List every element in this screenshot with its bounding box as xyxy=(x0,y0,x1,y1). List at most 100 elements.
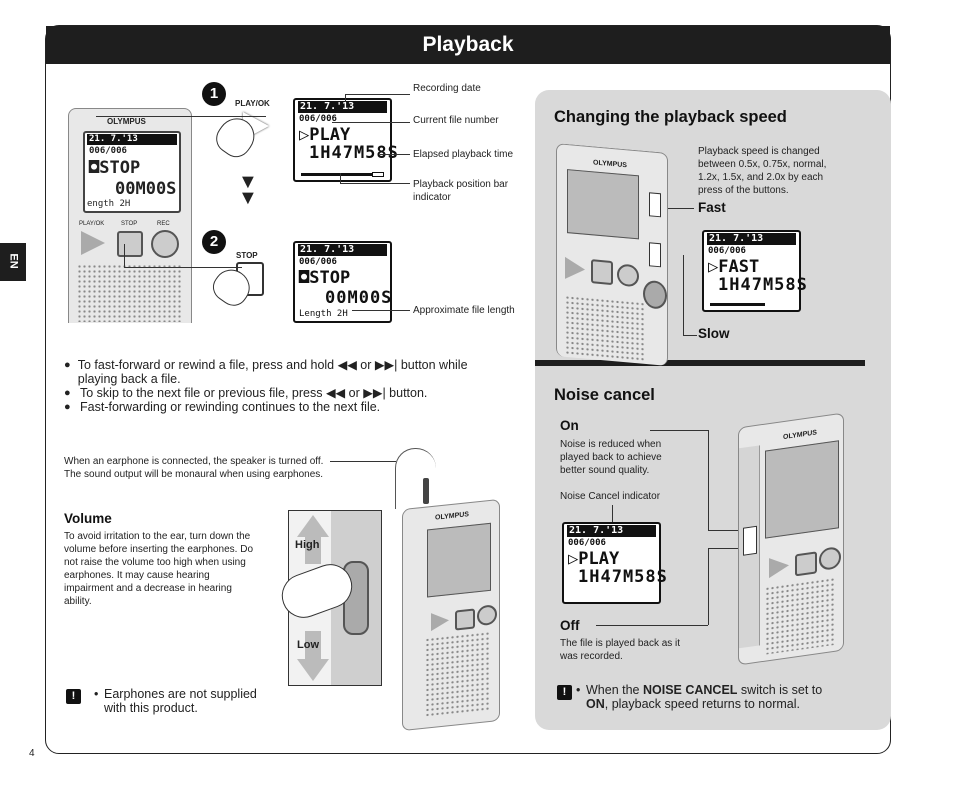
panel-divider xyxy=(535,360,865,366)
stop-button xyxy=(455,608,475,631)
lcd-state: ▷FAST xyxy=(708,257,760,277)
bullet-list: ●To fast-forward or rewind a file, press… xyxy=(64,358,504,414)
noise-indicator-label: Noise Cancel indicator xyxy=(560,491,661,502)
earphone-plug xyxy=(423,478,429,504)
up-arrow-shaft xyxy=(305,536,321,564)
stop-button[interactable] xyxy=(117,231,143,257)
rec-button[interactable] xyxy=(151,230,179,258)
lcd-date: 21. 7.'13 xyxy=(707,233,796,245)
lcd-play: 21. 7.'13 006/006 ▷PLAY 1H47M58S xyxy=(293,98,398,182)
noise-on-text: Noise is reduced when played back to ach… xyxy=(560,439,662,476)
play-button[interactable] xyxy=(81,231,105,255)
leader-line xyxy=(332,122,410,123)
position-bar xyxy=(710,303,765,306)
callout-recording-date: Recording date xyxy=(413,83,481,94)
leader-line xyxy=(708,548,738,549)
recorder-side-view: OLYMPUS xyxy=(402,498,500,732)
volume-text: To avoid irritation to the ear, turn dow… xyxy=(64,531,254,607)
high-label: High xyxy=(295,539,320,551)
lcd-file: 006/006 xyxy=(708,246,746,256)
play-button xyxy=(431,611,449,632)
screen-date: 21. 7.'13 xyxy=(87,134,177,145)
lcd-file: 006/006 xyxy=(568,538,606,548)
warning-earphones: •Earphones are not supplied with this pr… xyxy=(94,687,257,715)
leader-line xyxy=(708,430,709,530)
leader-line xyxy=(340,183,410,184)
leader-line xyxy=(683,255,684,335)
lcd-date: 21. 7.'13 xyxy=(298,101,387,113)
callout-current-file: Current file number xyxy=(413,115,499,126)
lcd-length: Length 2H xyxy=(299,309,348,319)
position-bar xyxy=(301,173,372,176)
leader-line xyxy=(124,244,125,267)
page-title: Playback xyxy=(46,26,890,64)
leader-line xyxy=(330,461,396,462)
rec-button xyxy=(617,263,639,288)
stop-button xyxy=(795,551,817,577)
rec-button xyxy=(819,545,841,572)
down-arrow-icon: ▼▼ xyxy=(238,171,258,209)
lcd-file: 006/006 xyxy=(299,257,337,267)
callout-file-length: Approximate file length xyxy=(413,305,515,316)
fast-button[interactable] xyxy=(649,192,661,218)
noise-cancel-switch[interactable] xyxy=(743,525,757,556)
leader-line xyxy=(96,116,266,117)
callout-elapsed-time: Elapsed playback time xyxy=(413,149,514,160)
recorder-front-view: OLYMPUS xyxy=(556,143,668,366)
callout-position-bar: Playback position bar indicator xyxy=(413,179,509,203)
stop-label: STOP xyxy=(121,221,138,227)
lcd-noise: 21. 7.'13 006/006 ▷PLAY 1H47M58S xyxy=(562,522,667,604)
lcd-state: ▷PLAY xyxy=(299,125,351,145)
earphone-cable xyxy=(395,448,436,509)
device-screen xyxy=(427,522,491,598)
screen-length: ength 2H xyxy=(87,199,131,209)
brand-logo: OLYMPUS xyxy=(435,511,469,522)
recorder-noise-view: OLYMPUS xyxy=(738,412,844,666)
warning-icon: ! xyxy=(66,686,81,704)
recorder-illustration: OLYMPUS 21. 7.'13 006/006 ◘STOP 00M00S e… xyxy=(68,108,192,323)
noise-off-label: Off xyxy=(560,618,580,633)
stop-callout: STOP xyxy=(236,251,258,260)
play-label: PLAY/OK xyxy=(79,221,105,227)
low-label: Low xyxy=(297,639,319,651)
speaker-grille xyxy=(77,264,183,322)
down-arrow-icon xyxy=(297,659,329,681)
lcd-date: 21. 7.'13 xyxy=(567,525,656,537)
lcd-time: 00M00S xyxy=(325,288,393,308)
lcd-date: 21. 7.'13 xyxy=(298,244,387,256)
screen-time: 00M00S xyxy=(115,179,177,199)
noise-on-label: On xyxy=(560,418,579,433)
play-button xyxy=(769,555,789,579)
device-screen xyxy=(765,440,839,539)
volume-wheel xyxy=(643,279,667,310)
leader-line xyxy=(345,94,346,102)
stop-button xyxy=(591,259,613,286)
fast-label: Fast xyxy=(698,200,726,215)
slow-button[interactable] xyxy=(649,242,661,268)
leader-line xyxy=(596,625,708,626)
rec-button xyxy=(477,604,497,627)
lcd-state: ◘STOP xyxy=(299,268,351,288)
lcd-time: 1H47M58S xyxy=(718,275,808,295)
slow-label: Slow xyxy=(698,326,730,341)
earphone-note: When an earphone is connected, the speak… xyxy=(64,456,324,480)
device-screen xyxy=(567,169,639,240)
lcd-time: 1H47M58S xyxy=(578,567,668,587)
lcd-fast: 21. 7.'13 006/006 ▷FAST 1H47M58S xyxy=(702,230,807,312)
play-ok-callout: PLAY/OK xyxy=(235,99,270,108)
lcd-stop: 21. 7.'13 006/006 ◘STOP 00M00S Length 2H xyxy=(293,241,392,323)
speed-heading: Changing the playback speed xyxy=(554,108,787,126)
rec-label: REC xyxy=(157,221,170,227)
brand-logo: OLYMPUS xyxy=(783,429,817,442)
page-number: 4 xyxy=(29,748,35,759)
list-item: ●Fast-forwarding or rewinding continues … xyxy=(64,400,381,414)
leader-line xyxy=(683,335,697,336)
leader-line xyxy=(668,208,694,209)
volume-zoom: High Low xyxy=(275,510,382,686)
noise-off-text: The file is played back as it was record… xyxy=(560,638,681,662)
warning-noise-cancel: •When the NOISE CANCEL switch is set to … xyxy=(576,683,823,711)
language-tab: EN xyxy=(0,243,26,281)
lcd-file: 006/006 xyxy=(299,114,337,124)
position-bar-rest xyxy=(372,172,384,177)
volume-heading: Volume xyxy=(64,511,112,526)
